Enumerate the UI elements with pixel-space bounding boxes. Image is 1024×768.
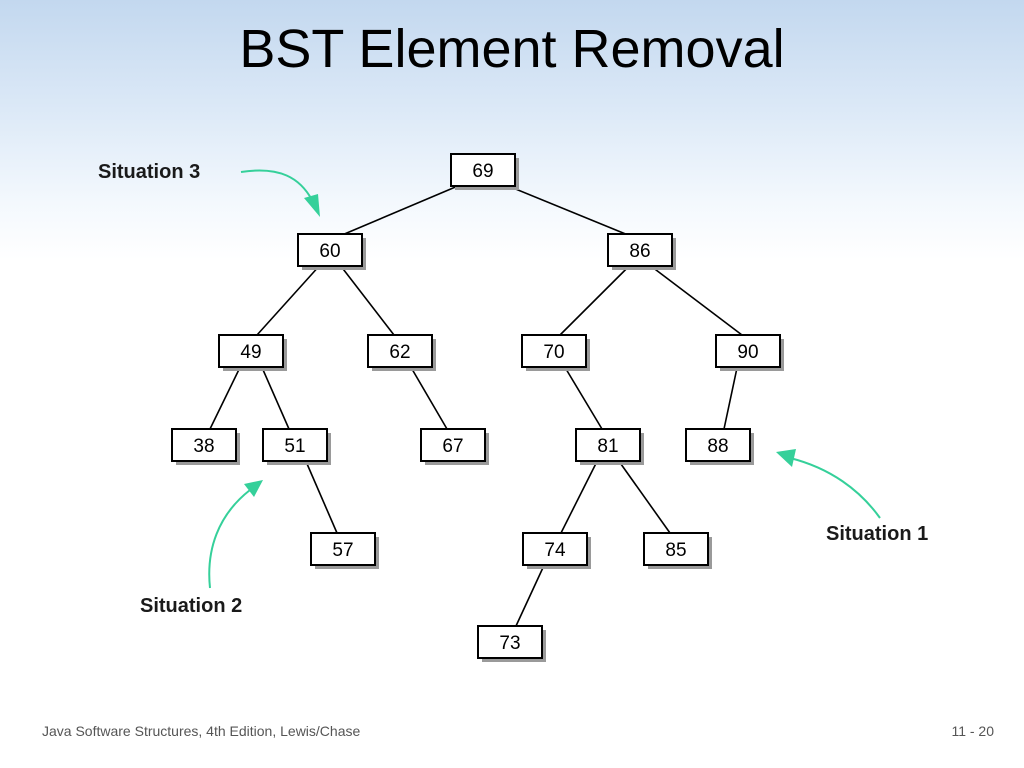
situation-3-label: Situation 3	[98, 161, 200, 183]
tree-node-62: 62	[367, 334, 436, 371]
node-box	[521, 334, 587, 368]
situation-1-label: Situation 1	[826, 523, 928, 545]
tree-nodes: 69 60 86 49 62 70 90 38 51 67 81 88 57 74 85 73	[171, 153, 784, 662]
node-value: 70	[543, 342, 564, 363]
node-value: 67	[442, 436, 463, 457]
edge-60-62	[340, 265, 395, 336]
slide-title: BST Element Removal	[239, 19, 785, 79]
situation-1-arrow	[789, 457, 881, 519]
edge-60-49	[256, 265, 320, 336]
callout-arrows	[208, 169, 881, 589]
node-box	[297, 233, 363, 267]
edge-69-60	[344, 185, 459, 235]
edge-90-88	[723, 366, 738, 430]
node-box	[367, 334, 433, 368]
node-box	[643, 532, 709, 566]
node-box	[218, 334, 284, 368]
node-value: 90	[737, 342, 758, 363]
footer-source: Java Software Structures, 4th Edition, L…	[42, 723, 361, 739]
node-value: 69	[472, 161, 493, 182]
tree-node-51: 51	[262, 428, 331, 465]
tree-edges	[209, 185, 743, 627]
edge-74-73	[515, 564, 545, 627]
edge-70-81	[564, 366, 603, 430]
tree-node-57: 57	[310, 532, 379, 569]
node-box	[477, 625, 543, 659]
tree-node-90: 90	[715, 334, 784, 371]
edge-69-86	[507, 185, 626, 235]
node-box	[310, 532, 376, 566]
edge-81-74	[560, 460, 598, 534]
tree-node-74: 74	[522, 532, 591, 569]
edge-51-57	[305, 460, 338, 534]
node-box	[262, 428, 328, 462]
node-box	[171, 428, 237, 462]
tree-node-67: 67	[420, 428, 489, 465]
node-box	[607, 233, 673, 267]
tree-node-88: 88	[685, 428, 754, 465]
node-value: 85	[665, 540, 686, 561]
node-value: 38	[193, 436, 214, 457]
node-box	[715, 334, 781, 368]
tree-node-86: 86	[607, 233, 676, 270]
edge-49-38	[209, 366, 241, 430]
node-box	[420, 428, 486, 462]
situation-3-arrowhead	[304, 194, 320, 217]
node-value: 57	[332, 540, 353, 561]
tree-node-69: 69	[450, 153, 519, 190]
node-value: 60	[319, 241, 340, 262]
edge-86-70	[559, 265, 630, 336]
edge-62-67	[410, 366, 448, 430]
node-value: 62	[389, 342, 410, 363]
node-value: 49	[240, 342, 261, 363]
tree-node-38: 38	[171, 428, 240, 465]
edge-81-85	[618, 460, 671, 534]
situation-2-label: Situation 2	[140, 595, 242, 617]
situation-3-arrow	[240, 169, 313, 201]
tree-node-81: 81	[575, 428, 644, 465]
edge-86-90	[650, 265, 743, 336]
footer-slide-number: 11 - 20	[951, 723, 994, 739]
node-box	[522, 532, 588, 566]
callout-labels: Situation 3 Situation 2 Situation 1	[98, 161, 928, 617]
tree-node-73: 73	[477, 625, 546, 662]
tree-node-60: 60	[297, 233, 366, 270]
tree-node-85: 85	[643, 532, 712, 569]
node-box	[685, 428, 751, 462]
node-value: 74	[544, 540, 566, 561]
node-value: 81	[597, 436, 618, 457]
node-box	[450, 153, 516, 187]
node-value: 51	[284, 436, 305, 457]
node-box	[575, 428, 641, 462]
node-value: 86	[629, 241, 650, 262]
situation-2-arrowhead	[244, 480, 263, 497]
tree-node-49: 49	[218, 334, 287, 371]
tree-node-70: 70	[521, 334, 590, 371]
situation-1-arrowhead	[776, 449, 796, 467]
situation-2-arrow	[208, 489, 251, 589]
node-value: 73	[499, 633, 520, 654]
node-value: 88	[707, 436, 728, 457]
edge-49-51	[261, 366, 290, 430]
